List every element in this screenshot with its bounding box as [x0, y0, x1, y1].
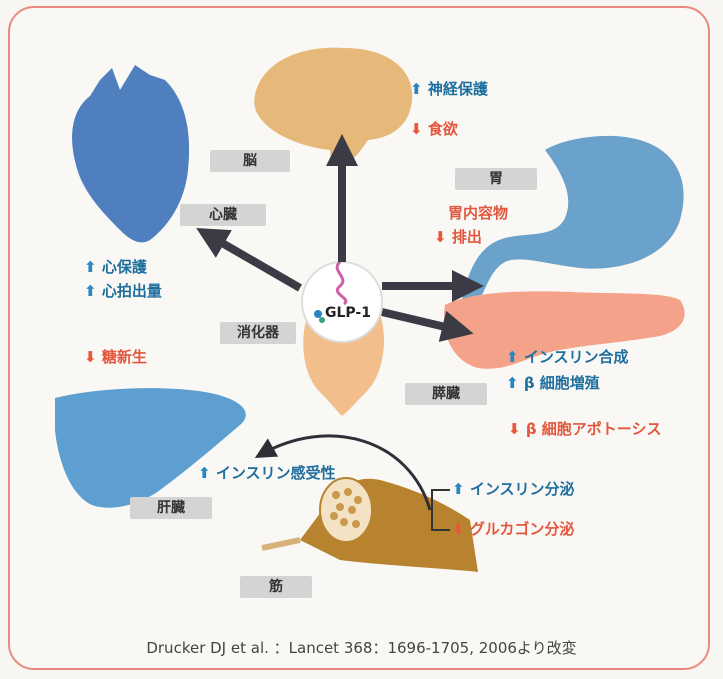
- heart-illustration: [72, 65, 189, 242]
- stomach-effect-line2: ⬇ 排出: [434, 226, 482, 247]
- brain-effect-1: ⬆ 神経保護: [410, 78, 488, 99]
- up-arrow-icon: ⬆: [410, 80, 423, 98]
- liver-illustration: [55, 388, 246, 508]
- up-arrow-icon: ⬆: [506, 348, 519, 366]
- liver-effect-1: ⬇ 糖新生: [84, 346, 147, 367]
- up-arrow-icon: ⬆: [84, 282, 97, 300]
- up-arrow-icon: ⬆: [198, 464, 211, 482]
- muscle-effect-2: ⬇ グルカゴン分泌: [452, 518, 574, 539]
- pancreas-effect-2: ⬆ β 細胞増殖: [506, 372, 600, 393]
- down-arrow-icon: ⬇: [452, 520, 465, 538]
- muscle-cross-section: [320, 478, 372, 542]
- down-arrow-icon: ⬇: [434, 228, 447, 246]
- glp1-label: GLP-1: [325, 305, 371, 321]
- muscle-effect-1: ⬆ インスリン分泌: [452, 478, 575, 499]
- glp1-circle: [302, 262, 382, 342]
- tendon: [262, 540, 300, 548]
- down-arrow-icon: ⬇: [84, 348, 97, 366]
- pancreas-effect-3: ⬇ β 細胞アポトーシス: [508, 418, 661, 439]
- brain-tag: 脳: [210, 150, 290, 172]
- up-arrow-icon: ⬆: [84, 258, 97, 276]
- brain-illustration: [254, 48, 412, 167]
- stomach-tag: 胃: [455, 168, 537, 190]
- up-arrow-icon: ⬆: [506, 374, 519, 392]
- up-arrow-icon: ⬆: [452, 480, 465, 498]
- brain-effect-2: ⬇ 食欲: [410, 118, 458, 139]
- heart-tag: 心臓: [180, 204, 266, 226]
- down-arrow-icon: ⬇: [508, 420, 521, 438]
- muscle-tag: 筋: [240, 576, 312, 598]
- citation-caption: Drucker DJ et al. ：Lancet 368：1696-1705,…: [0, 637, 723, 658]
- gut-tag: 消化器: [220, 322, 296, 344]
- stomach-effect-line1: 胃内容物: [448, 202, 508, 223]
- pancreas-effect-1: ⬆ インスリン合成: [506, 346, 629, 367]
- pancreas-tag: 膵臓: [405, 383, 487, 405]
- liver-tag: 肝臓: [130, 497, 212, 519]
- heart-effect-1: ⬆ 心保護: [84, 256, 147, 277]
- heart-effect-2: ⬆ 心拍出量: [84, 280, 162, 301]
- down-arrow-icon: ⬇: [410, 120, 423, 138]
- liver-effect-2: ⬆ インスリン感受性: [198, 462, 336, 483]
